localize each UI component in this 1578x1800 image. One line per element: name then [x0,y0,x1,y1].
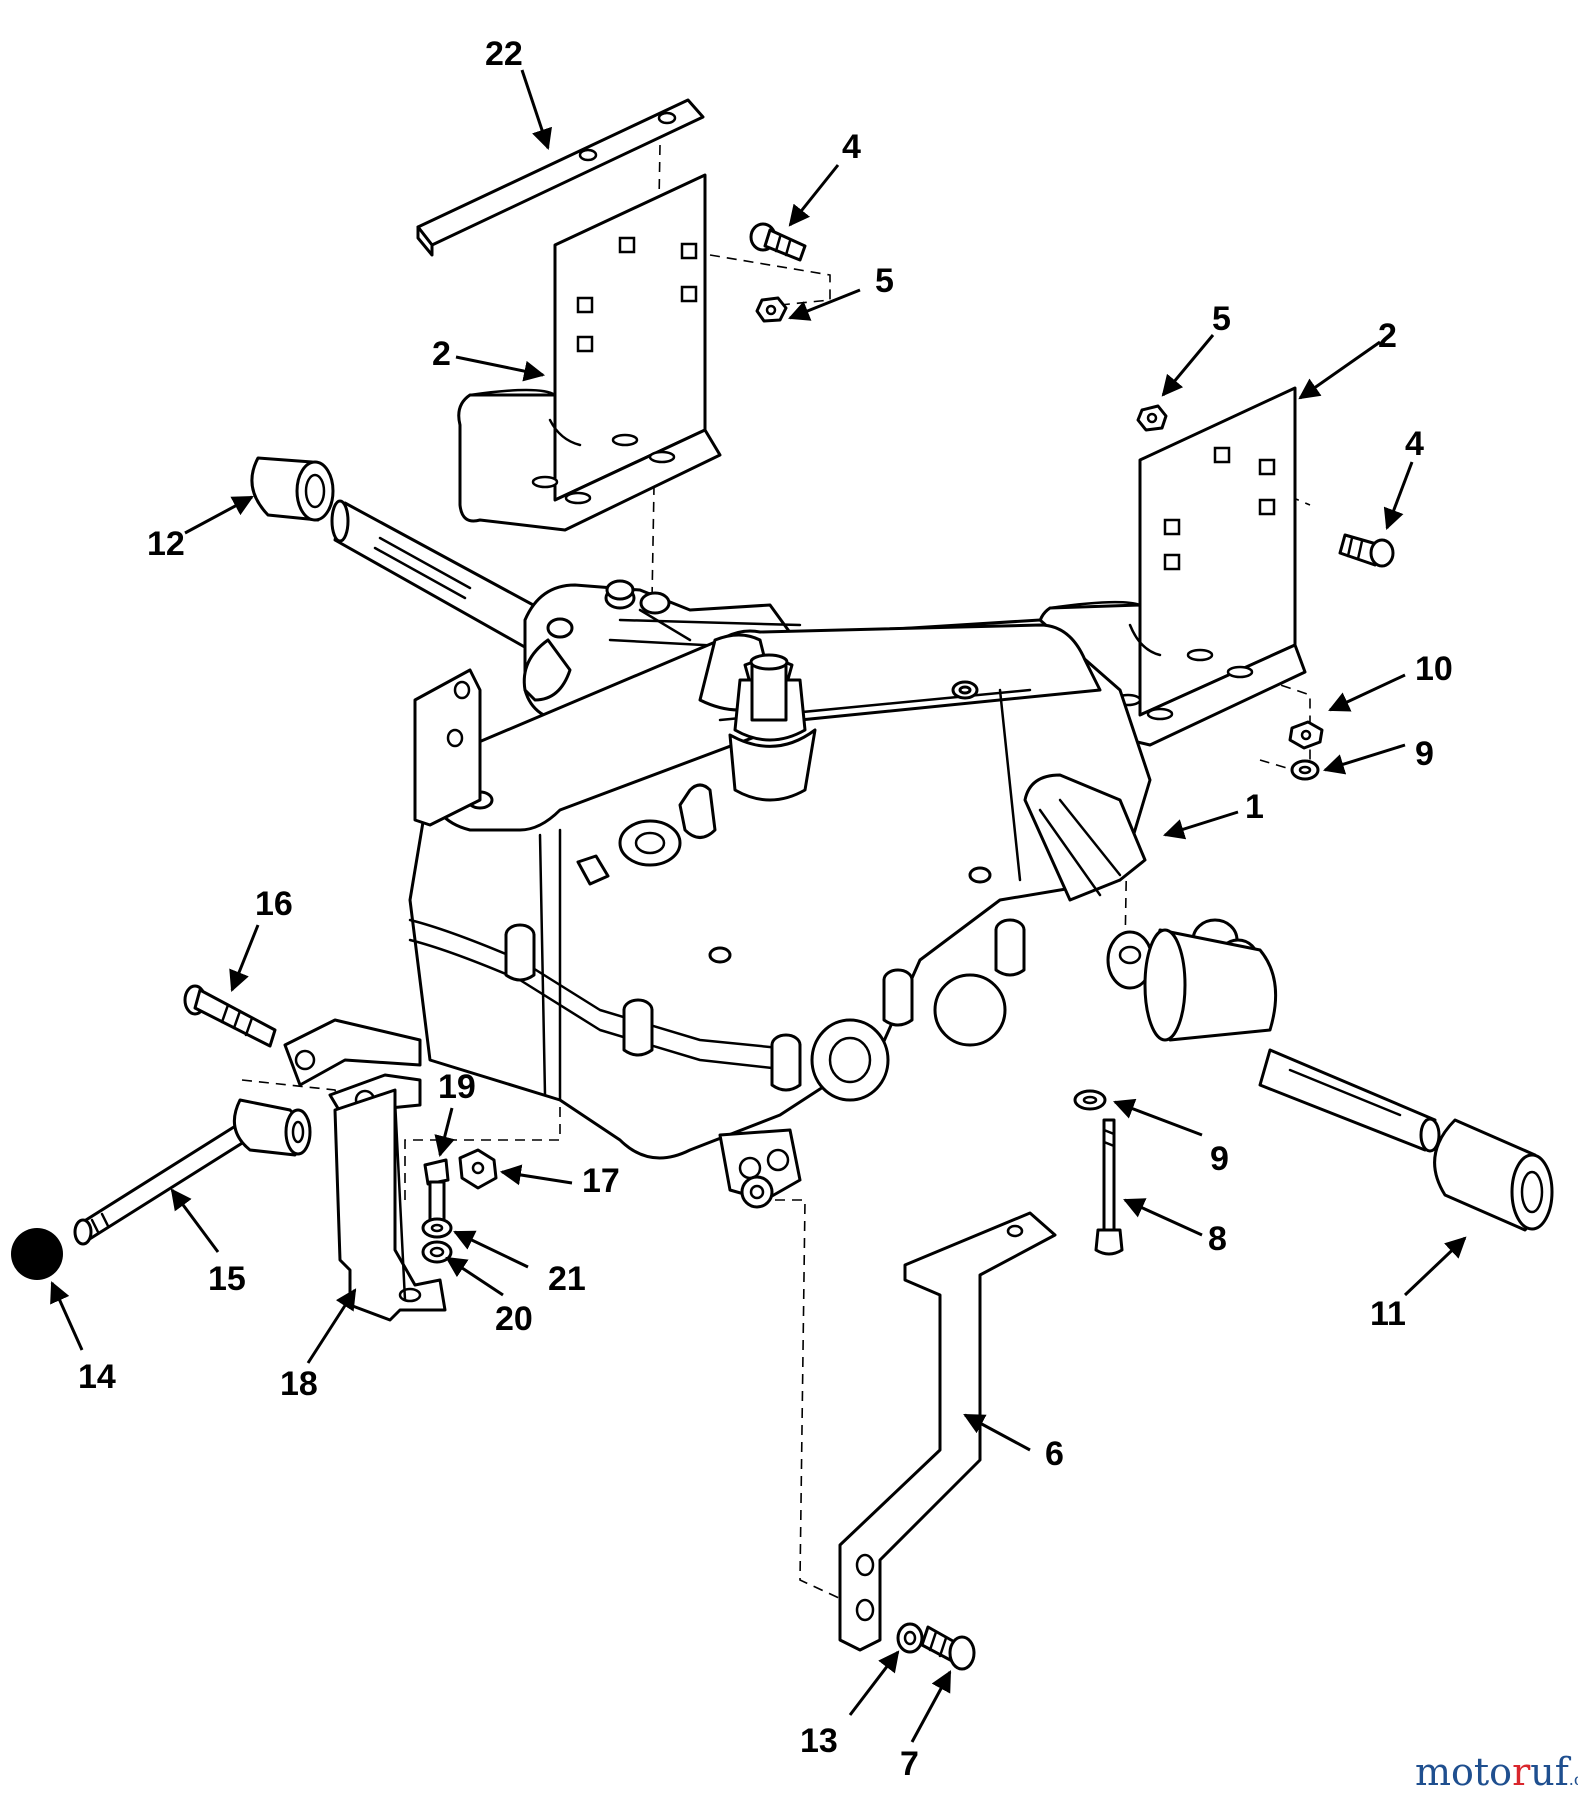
leader-lines [50,69,1467,1743]
svg-text:motoruf.de: motoruf.de [1415,1750,1578,1794]
part-15-pivot-rod [73,1098,312,1246]
part-10-nut [1288,720,1324,750]
callout-6: 6 [1045,1435,1064,1473]
watermark-logo: motoruf.de [1415,1750,1578,1794]
part-16-bolt [183,984,277,1048]
callout-17: 17 [582,1162,620,1200]
callout-2-right: 2 [1378,317,1397,355]
callout-9-lower: 9 [1210,1140,1229,1178]
callout-14: 14 [78,1358,116,1396]
part-1-transaxle-housing [408,579,1278,1209]
callout-20: 20 [495,1300,533,1338]
callout-5-upper: 5 [875,262,894,300]
callout-10: 10 [1415,650,1453,688]
callout-1: 1 [1245,788,1264,826]
part-20-washer [421,1240,453,1264]
part-4-bolt-right [1338,533,1395,568]
part-12-sleeve [250,456,335,522]
part-5-nut-upper [755,296,788,323]
part-5-nut-right [1136,404,1168,432]
callout-21: 21 [548,1260,586,1298]
callout-16: 16 [255,885,293,923]
callout-19: 19 [438,1068,476,1106]
part-2-left-bracket [457,173,722,532]
callout-15: 15 [208,1260,246,1298]
callout-13: 13 [800,1722,838,1760]
callout-5-right: 5 [1212,300,1231,338]
part-7-bolt [920,1625,976,1671]
part-9-washer-lower [1073,1089,1107,1111]
part-17-nut [458,1148,498,1190]
callout-4-right: 4 [1405,425,1424,463]
part-22-flat-plate [416,98,705,257]
part-21-washer [421,1217,453,1239]
callout-22: 22 [485,35,523,73]
right-axle [1258,1048,1441,1153]
part-4-bolt-upper [749,222,807,262]
part-14-knob [11,1228,63,1280]
callout-9-upper: 9 [1415,735,1434,773]
left-mount-tab [413,668,482,827]
part-6-long-bracket [838,1211,1057,1652]
part-8-bolt [1094,1118,1124,1256]
part-11-sleeve [1433,1118,1554,1232]
callout-12: 12 [147,525,185,563]
part-18-bracket [333,1088,447,1322]
callout-7: 7 [900,1745,919,1783]
part-19-bolt [423,1158,450,1222]
callout-8: 8 [1208,1220,1227,1258]
callout-11: 11 [1370,1295,1406,1333]
callout-2-left: 2 [432,335,451,373]
callout-labels: 22 4 5 2 5 2 4 12 10 9 1 16 19 17 9 8 15… [78,35,1453,1783]
part-13-washer [896,1622,924,1654]
callout-18: 18 [280,1365,318,1403]
part-9-washer-upper [1290,759,1320,781]
callout-4-upper: 4 [842,128,861,166]
